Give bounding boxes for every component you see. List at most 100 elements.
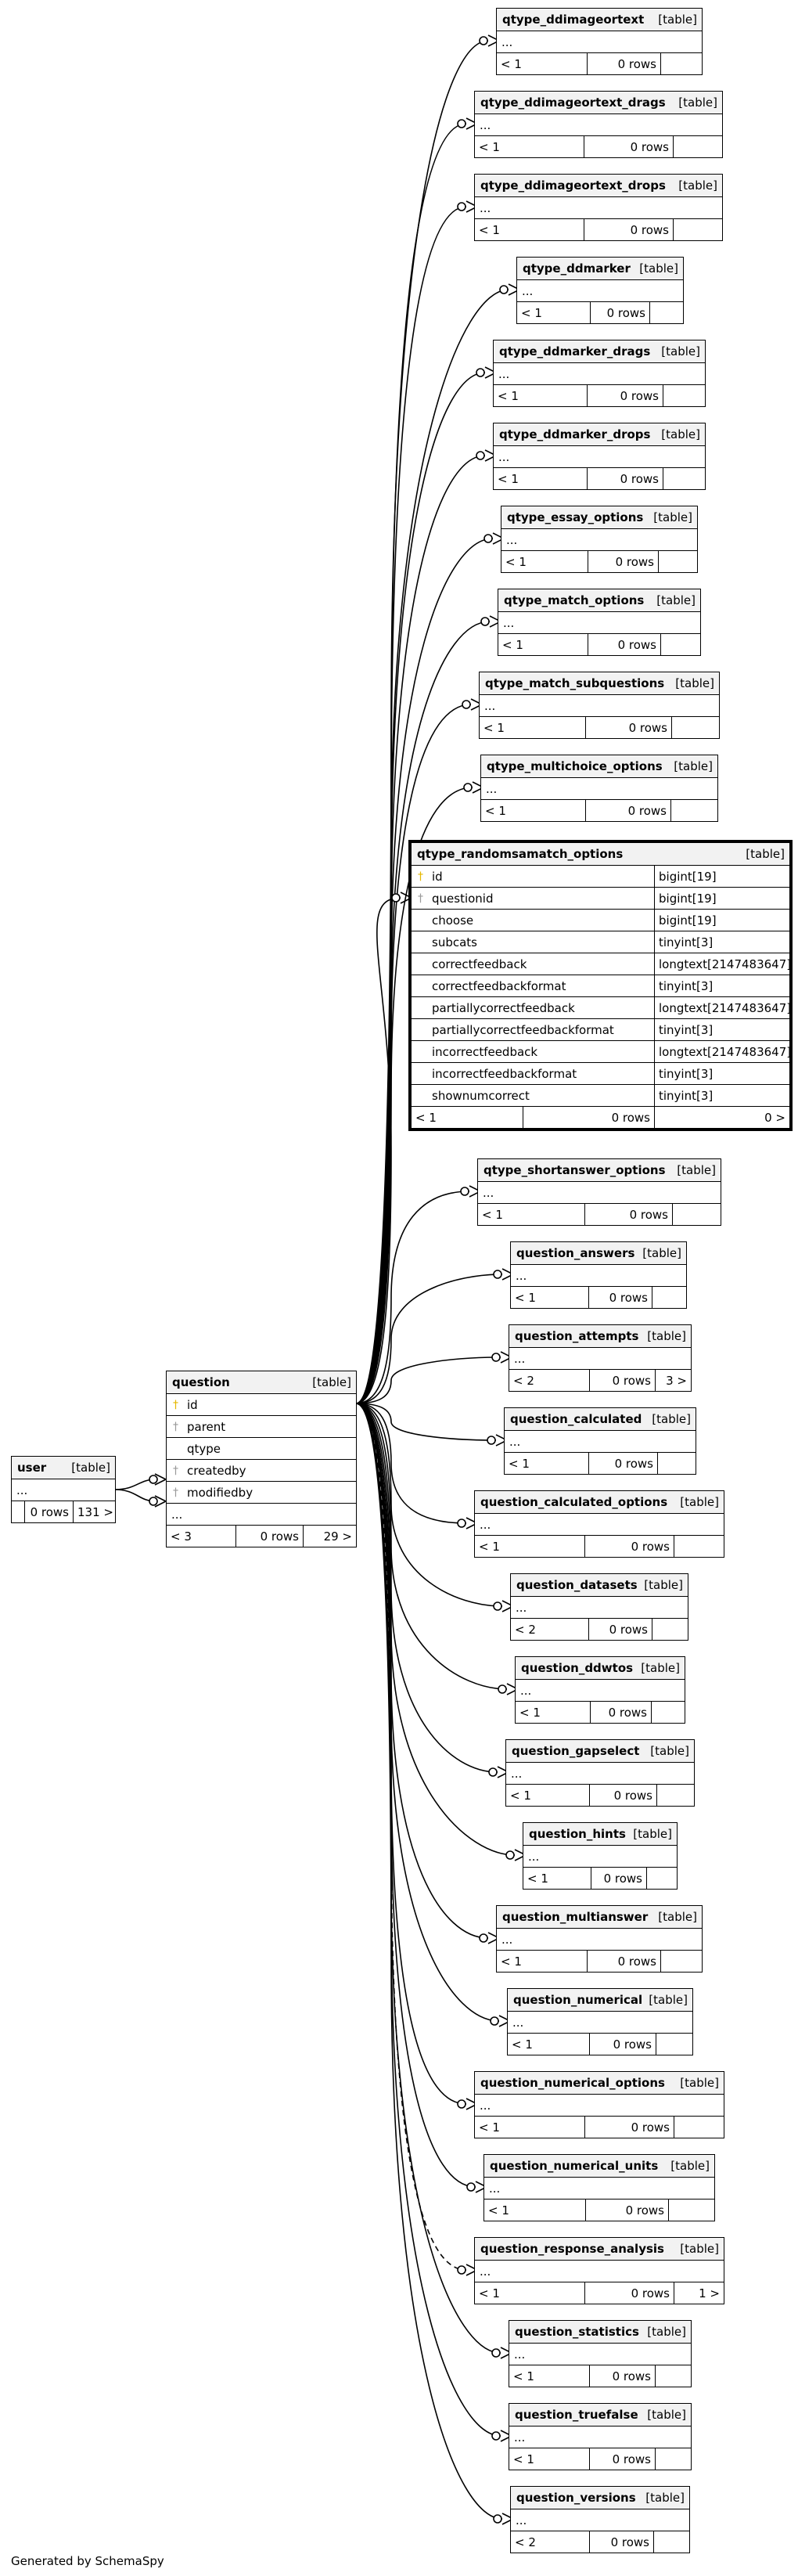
relationship-edge (355, 1403, 498, 1773)
optional-marker (493, 2514, 502, 2524)
table-tag: [table] (670, 2159, 710, 2173)
table-header: question_calculated[table] (505, 1408, 696, 1430)
optional-marker (149, 1475, 158, 1484)
row-count: 0 rows (585, 2200, 668, 2221)
row-count: 0 rows (584, 2117, 674, 2138)
columns-ellipsis: ... (511, 1596, 688, 1618)
table-name: question (172, 1375, 230, 1389)
relationship-edge (355, 787, 473, 1404)
column-name: shownumcorrect (432, 1089, 530, 1103)
parents-count: < 1 (479, 223, 500, 237)
table-user[interactable]: user [table] ... 0 rows 131 > (11, 1456, 116, 1523)
table-tag: [table] (658, 1910, 697, 1924)
parents-count: < 1 (519, 1706, 541, 1720)
optional-marker (457, 2099, 466, 2109)
table-header: user [table] (12, 1457, 115, 1479)
primary-key-icon: † (418, 870, 423, 883)
optional-marker (479, 36, 488, 45)
parents-count: < 1 (513, 2452, 534, 2466)
row-count: 0 rows (591, 1868, 646, 1889)
table-tag: [table] (312, 1375, 351, 1389)
children-count (660, 634, 700, 655)
row-count: 0 rows (584, 136, 673, 157)
columns-ellipsis: ... (517, 279, 683, 301)
column-type: tinyint[3] (654, 1063, 789, 1084)
parents-count: < 2 (513, 1374, 534, 1388)
columns-ellipsis: ... (484, 2177, 714, 2199)
parents-count: < 2 (515, 1623, 536, 1637)
columns-ellipsis: ... (497, 31, 702, 52)
row-count: 0 rows (584, 1536, 674, 1557)
optional-marker (457, 2265, 466, 2275)
children-count (658, 551, 697, 572)
table-tag: [table] (678, 95, 717, 110)
children-count (655, 2448, 691, 2470)
relationship-edge (355, 897, 401, 1404)
row-count: 0 rows (584, 1204, 672, 1225)
row-count: 0 rows (589, 1785, 656, 1806)
foreign-key-icon: † (173, 1486, 178, 1499)
table-header: question_response_analysis[table] (475, 2238, 724, 2260)
foreign-key-icon: † (418, 892, 423, 905)
columns-ellipsis: ... (167, 1503, 356, 1525)
row-count: 0 rows (585, 717, 671, 738)
columns-ellipsis: ... (12, 1479, 115, 1501)
optional-marker (493, 1601, 502, 1611)
column-name: modifiedby (187, 1486, 253, 1500)
children-count (663, 385, 705, 406)
table-name: qtype_ddmarker_drops (499, 427, 651, 441)
columns-ellipsis: ... (475, 2260, 724, 2282)
table-header: question_truefalse[table] (509, 2404, 691, 2426)
table-tag: [table] (658, 13, 697, 27)
children-count (652, 1619, 688, 1640)
table-name: question_numerical_units (490, 2159, 659, 2173)
children-count (646, 1868, 677, 1889)
children-count (651, 1702, 685, 1723)
optional-marker (476, 368, 485, 377)
table-header: qtype_match_subquestions[table] (480, 672, 719, 694)
children-count: 3 > (655, 1370, 691, 1391)
table-question-calculated-options[interactable]: question_calculated_options[table]...< 1… (474, 1490, 724, 1558)
row-count: 0 rows (587, 53, 660, 74)
parents-count: < 1 (513, 2369, 534, 2383)
table-name: qtype_ddimageortext_drags (480, 95, 666, 110)
